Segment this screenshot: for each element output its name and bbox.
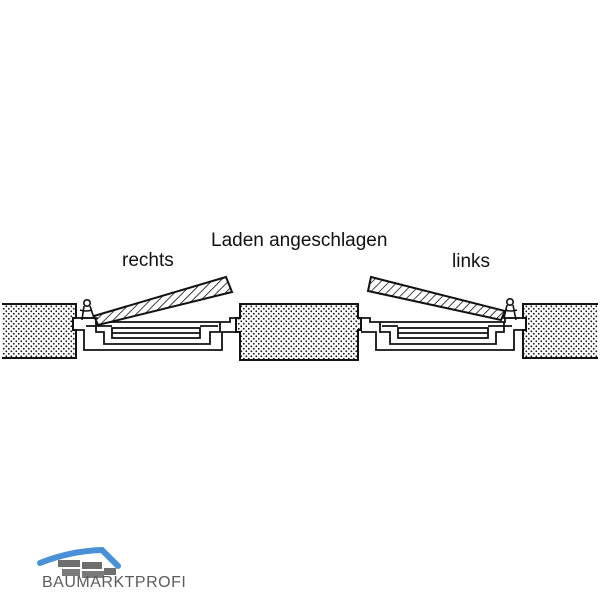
logo-mark	[37, 546, 121, 578]
label-links: links	[452, 251, 491, 272]
window-frame-left-hinged	[361, 317, 523, 351]
window-frame-right-hinged	[76, 317, 238, 351]
shutter-panel-left	[366, 275, 507, 322]
wall-section-left	[2, 303, 77, 359]
logo-brick	[82, 562, 102, 569]
wall-pier-center	[235, 303, 362, 361]
baumarktprofi-logo: BAUMARKTPROFI	[40, 550, 186, 598]
label-laden-angeschlagen: Laden angeschlagen	[211, 230, 388, 251]
logo-brick	[58, 560, 80, 567]
logo-roof-icon	[37, 546, 121, 569]
hinge-right	[79, 298, 98, 321]
shutter-panel-right	[92, 275, 234, 327]
wall-section-right	[522, 303, 598, 359]
logo-brick	[62, 569, 80, 576]
logo-text: BAUMARKTPROFI	[42, 574, 187, 591]
hinge-left	[502, 297, 520, 321]
logo-brick	[82, 571, 104, 578]
label-rechts: rechts	[122, 250, 174, 271]
logo-brick	[104, 568, 116, 575]
